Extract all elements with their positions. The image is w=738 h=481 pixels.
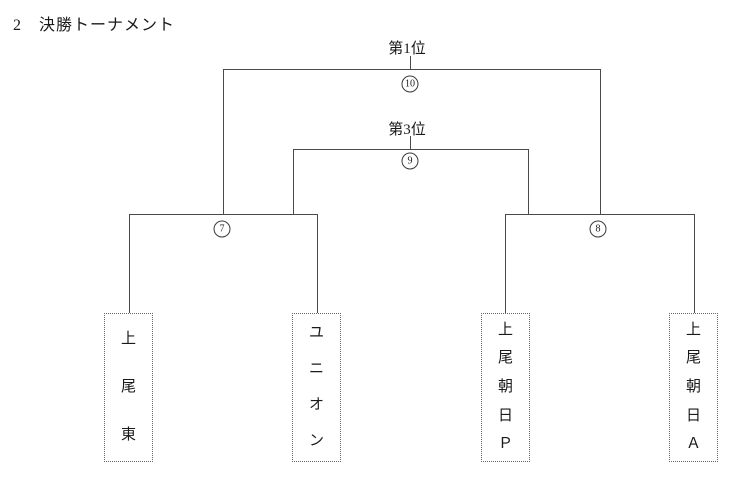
team-name-char: Ａ — [685, 436, 701, 453]
team-name-char: Ｐ — [497, 436, 513, 453]
team-name-char: 上 — [120, 331, 136, 348]
team-name-char: オ — [308, 396, 324, 413]
team-name-char: 朝 — [497, 378, 513, 395]
team-name-char: 日 — [685, 407, 701, 424]
team-name-char: 尾 — [497, 350, 513, 367]
team-name-char: ユ — [308, 325, 324, 342]
semifinal-right-left-line — [505, 214, 506, 313]
team-name-char: 朝 — [685, 378, 701, 395]
team-name-char: 上 — [497, 321, 513, 338]
page-title: 2 決勝トーナメント — [13, 17, 176, 34]
team-box-ageo-higashi: 上尾東 — [104, 313, 153, 462]
third-place-bracket-right-line — [528, 149, 529, 214]
final-bracket-left-line — [223, 69, 224, 214]
team-name-char: 上 — [685, 321, 701, 338]
team-name-char: 日 — [497, 407, 513, 424]
match-number-badge-semi-left: 7 — [213, 220, 231, 238]
semifinal-right-right-line — [694, 214, 695, 313]
first-place-label-tick — [410, 56, 411, 69]
semifinal-left-top-line — [129, 214, 318, 215]
third-place-label-tick — [410, 136, 411, 149]
first-place-label: 第1位 — [388, 41, 426, 57]
team-box-union: ユニオン — [292, 313, 341, 462]
match-number-badge-semi-right: 8 — [589, 220, 607, 238]
team-name-char: 尾 — [120, 378, 136, 395]
team-name-char: 尾 — [685, 350, 701, 367]
team-name-char: ニ — [308, 361, 324, 378]
match-number-badge-third-place: 9 — [401, 152, 419, 170]
third-place-bracket-top-line — [293, 149, 529, 150]
team-name-char: 東 — [120, 426, 136, 443]
match-number-badge-final: 10 — [401, 75, 419, 93]
semifinal-left-right-line — [317, 214, 318, 313]
semifinal-left-left-line — [129, 214, 130, 313]
final-bracket-top-line — [223, 69, 601, 70]
final-bracket-right-line — [600, 69, 601, 214]
team-name-char: ン — [308, 432, 324, 449]
semifinal-right-top-line — [505, 214, 695, 215]
third-place-bracket-left-line — [293, 149, 294, 214]
third-place-label: 第3位 — [388, 122, 426, 138]
